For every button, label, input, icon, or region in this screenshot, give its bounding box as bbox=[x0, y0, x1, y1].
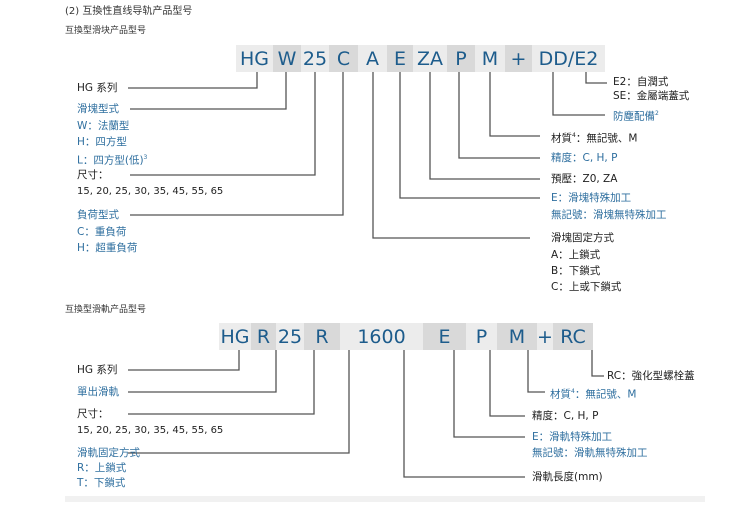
code-plus: + bbox=[505, 45, 532, 72]
label-mount-a: A：上鎖式 bbox=[551, 249, 601, 261]
code-w: W bbox=[273, 45, 301, 72]
label-block-type-w: W：法蘭型 bbox=[77, 120, 130, 132]
label-dust: 防塵配備2 bbox=[613, 107, 659, 124]
leader-line bbox=[527, 350, 545, 393]
section-heading: (2) 互換性直线导轨产品型号 bbox=[65, 6, 193, 17]
rail-code-rc: RC bbox=[553, 323, 593, 350]
label-mount-c: C：上或下鎖式 bbox=[551, 281, 622, 293]
rail-code-p: P bbox=[466, 323, 497, 350]
rail-code-hg: HG bbox=[219, 323, 251, 350]
label-load-c: C：重負荷 bbox=[77, 226, 127, 238]
label-size: 尺寸： bbox=[77, 169, 109, 181]
leader-line bbox=[489, 350, 525, 417]
leader-line bbox=[399, 72, 540, 199]
label-block-type-h: H：四方型 bbox=[77, 136, 127, 148]
label-load: 負荷型式 bbox=[77, 209, 119, 221]
rail-label-series: HG 系列 bbox=[77, 364, 118, 376]
leader-line bbox=[591, 350, 604, 377]
code-a: A bbox=[358, 45, 387, 72]
footnote: 3 bbox=[143, 154, 148, 161]
label-mount-b: B：下鎖式 bbox=[551, 265, 601, 277]
footnote: 4 bbox=[571, 388, 575, 395]
rail-label-mount-t: T：下鎖式 bbox=[77, 477, 126, 489]
leader-line bbox=[585, 72, 607, 84]
rail-code-r2: R bbox=[304, 323, 340, 350]
leader-line bbox=[128, 72, 258, 89]
rail-label-size: 尺寸： bbox=[77, 408, 109, 420]
leader-line bbox=[128, 350, 240, 371]
rail-label-rc: RC：強化型螺栓蓋 bbox=[607, 370, 695, 382]
footnote: 2 bbox=[655, 110, 659, 117]
rail-code-25: 25 bbox=[276, 323, 304, 350]
label-text: 防塵配備 bbox=[613, 110, 655, 123]
code-hg: HG bbox=[236, 45, 273, 72]
leader-line bbox=[372, 72, 530, 239]
leader-line bbox=[128, 350, 350, 454]
label-value: ：無記號、M bbox=[575, 132, 638, 145]
leader-line bbox=[552, 72, 605, 116]
label-block-type-l: L：四方型(低)3 bbox=[77, 151, 147, 168]
rail-label-mount: 滑軌固定方式 bbox=[77, 447, 140, 459]
leader-line bbox=[128, 350, 315, 415]
rail-label-special-e: E：滑軌特殊加工 bbox=[532, 431, 613, 443]
label-value: ：無記號、M bbox=[574, 388, 637, 401]
rail-code-e: E bbox=[423, 323, 466, 350]
footnote: 4 bbox=[572, 132, 576, 139]
code-p: P bbox=[447, 45, 475, 72]
label-load-h: H：超重負荷 bbox=[77, 242, 138, 254]
leader-line bbox=[128, 350, 277, 393]
leader-line bbox=[453, 350, 525, 438]
rail-code-r: R bbox=[251, 323, 276, 350]
leader-line bbox=[458, 72, 540, 159]
rail-label-length: 滑軌長度(mm) bbox=[532, 471, 603, 483]
label-block-type: 滑塊型式 bbox=[77, 103, 119, 115]
rail-title: 互換型滑軌产品型号 bbox=[65, 305, 147, 315]
label-size-values: 15, 20, 25, 30, 35, 45, 55, 65 bbox=[77, 186, 224, 197]
leader-line bbox=[130, 72, 287, 110]
code-c: C bbox=[329, 45, 358, 72]
label-text: 材質 bbox=[551, 132, 572, 145]
code-25: 25 bbox=[301, 45, 329, 72]
rail-label-material: 材質4：無記號、M bbox=[550, 385, 636, 402]
label-se: SE：金屬端蓋式 bbox=[613, 90, 690, 102]
footer-divider bbox=[65, 496, 705, 502]
code-m: M bbox=[475, 45, 505, 72]
leader-line bbox=[130, 72, 344, 216]
label-precision: 精度：C, H, P bbox=[551, 152, 618, 164]
rail-code-m: M bbox=[497, 323, 537, 350]
leader-line bbox=[489, 72, 540, 137]
code-dd-e2: DD/E2 bbox=[532, 45, 605, 72]
label-special-e: E：滑塊特殊加工 bbox=[551, 192, 632, 204]
label-text: L：四方型(低) bbox=[77, 154, 144, 167]
leader-line bbox=[403, 350, 525, 478]
label-preload: 預壓：Z0, ZA bbox=[551, 173, 618, 185]
label-mount: 滑塊固定方式 bbox=[551, 232, 614, 244]
block-title: 互換型滑块产品型号 bbox=[65, 26, 147, 36]
rail-code-plus: + bbox=[537, 323, 553, 350]
leader-line bbox=[130, 72, 316, 176]
rail-label-size-values: 15, 20, 25, 30, 35, 45, 55, 65 bbox=[77, 425, 224, 436]
label-series: HG 系列 bbox=[77, 82, 118, 94]
code-e: E bbox=[387, 45, 413, 72]
rail-label-precision: 精度：C, H, P bbox=[532, 410, 599, 422]
leader-line bbox=[429, 72, 540, 180]
code-za: ZA bbox=[413, 45, 447, 72]
rail-code-1600: 1600 bbox=[340, 323, 423, 350]
label-material: 材質4：無記號、M bbox=[551, 129, 637, 146]
rail-label-mount-r: R：上鎖式 bbox=[77, 462, 127, 474]
label-special-none: 無記號：滑塊無特殊加工 bbox=[551, 209, 667, 221]
label-e2: E2：自潤式 bbox=[613, 76, 669, 88]
rail-label-special-none: 無記號：滑軌無特殊加工 bbox=[532, 447, 648, 459]
label-text: 材質 bbox=[550, 388, 571, 401]
rail-label-single: 單出滑軌 bbox=[77, 386, 119, 398]
